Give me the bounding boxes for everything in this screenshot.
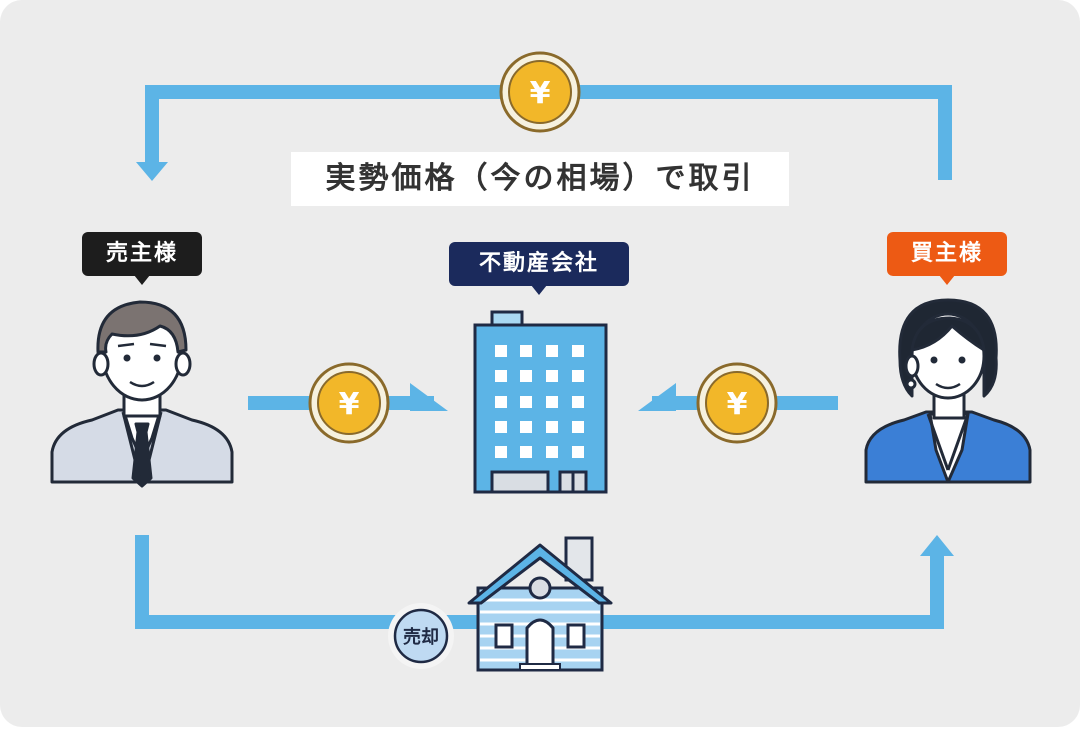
yen-symbol: ¥ xyxy=(727,387,748,422)
yen-coin-right: ¥ xyxy=(696,362,778,444)
yen-symbol: ¥ xyxy=(339,387,360,422)
sale-badge: 売却 xyxy=(388,603,454,669)
seller-label: 売主様 xyxy=(82,232,202,285)
transaction-caption: 実勢価格（今の相場）で取引 xyxy=(291,152,789,206)
seller-person-icon xyxy=(50,300,234,488)
buyer-person-icon xyxy=(864,298,1032,484)
yen-coin-top: ¥ xyxy=(499,51,581,133)
real-estate-company-label: 不動産会社 xyxy=(449,242,629,295)
sale-badge-label: 売却 xyxy=(403,626,439,648)
office-building-icon xyxy=(473,310,608,494)
buyer-label: 買主様 xyxy=(887,232,1007,285)
yen-symbol: ¥ xyxy=(530,76,551,111)
yen-coin-left: ¥ xyxy=(308,362,390,444)
house-icon xyxy=(467,536,613,672)
